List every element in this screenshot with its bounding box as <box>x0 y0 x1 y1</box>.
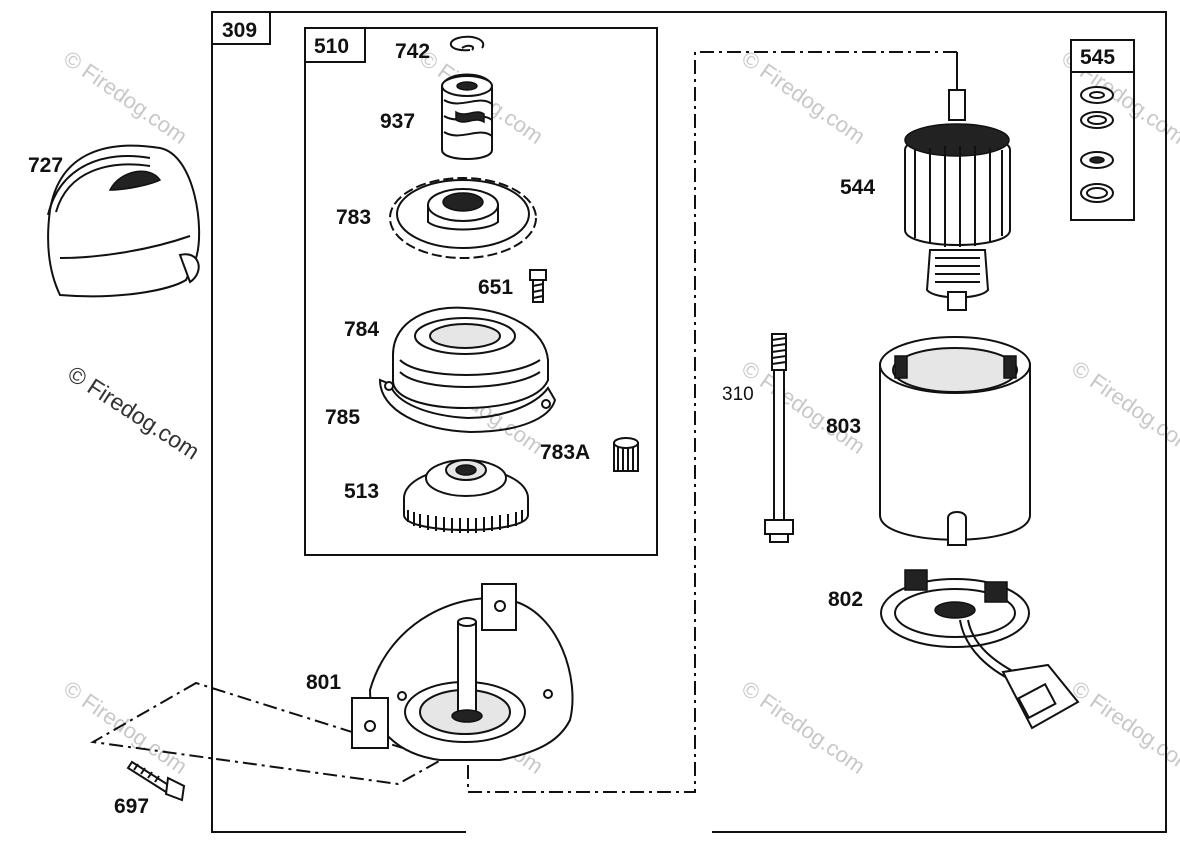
assembly-label: 545 <box>1080 46 1115 69</box>
part-label: 783A <box>540 441 590 464</box>
assembly-545-frame: 545 <box>1070 39 1135 221</box>
part-label: 727 <box>28 154 63 177</box>
part-label: 937 <box>380 110 415 133</box>
watermark: © Firedog.com <box>59 46 192 149</box>
part-785-gasket <box>378 378 557 434</box>
part-label: 783 <box>336 206 371 229</box>
part-513-ring-gear <box>403 459 529 533</box>
part-label: 310 <box>722 384 754 405</box>
part-802-brush-plate <box>880 569 1080 730</box>
part-742-clip <box>449 35 485 52</box>
part-727-cover <box>47 144 201 298</box>
watermark: © Firedog.com <box>737 676 870 779</box>
watermark: © Firedog.com <box>737 356 870 459</box>
part-310-bolt <box>764 333 794 543</box>
part-label: 785 <box>325 406 360 429</box>
connection-line <box>467 51 957 793</box>
part-label: 697 <box>114 795 149 818</box>
part-651-bolt <box>529 269 547 303</box>
part-783a-pinion <box>613 437 639 472</box>
watermark-dark: © Firedog.com <box>63 360 204 464</box>
part-697-screw <box>126 760 186 802</box>
assembly-510-frame: 510 <box>304 27 658 556</box>
watermark: © Firedog.com <box>1067 356 1180 459</box>
part-labels: 727 742 937 783 651 784 785 783A 513 801… <box>28 40 875 818</box>
part-803-housing <box>879 336 1031 546</box>
part-801-bracket <box>351 583 574 761</box>
part-label: 801 <box>306 671 341 694</box>
part-label: 544 <box>840 176 875 199</box>
part-937-spring <box>441 73 493 160</box>
watermark: © Firedog.com <box>59 676 192 779</box>
assembly-309-frame: 309 <box>211 11 1167 833</box>
part-label: 802 <box>828 588 863 611</box>
assembly-label: 309 <box>222 19 257 42</box>
watermark: © Firedog.com <box>737 46 870 149</box>
watermark: © Firedog.com <box>1067 676 1180 779</box>
part-784-housing <box>392 306 549 410</box>
assembly-label: 510 <box>314 35 349 58</box>
part-544-armature <box>904 52 1011 311</box>
part-label: 784 <box>344 318 379 341</box>
part-label: 651 <box>478 276 513 299</box>
part-label: 742 <box>395 40 430 63</box>
part-783-gear <box>389 177 537 259</box>
part-label: 513 <box>344 480 379 503</box>
part-label: 803 <box>826 415 861 438</box>
